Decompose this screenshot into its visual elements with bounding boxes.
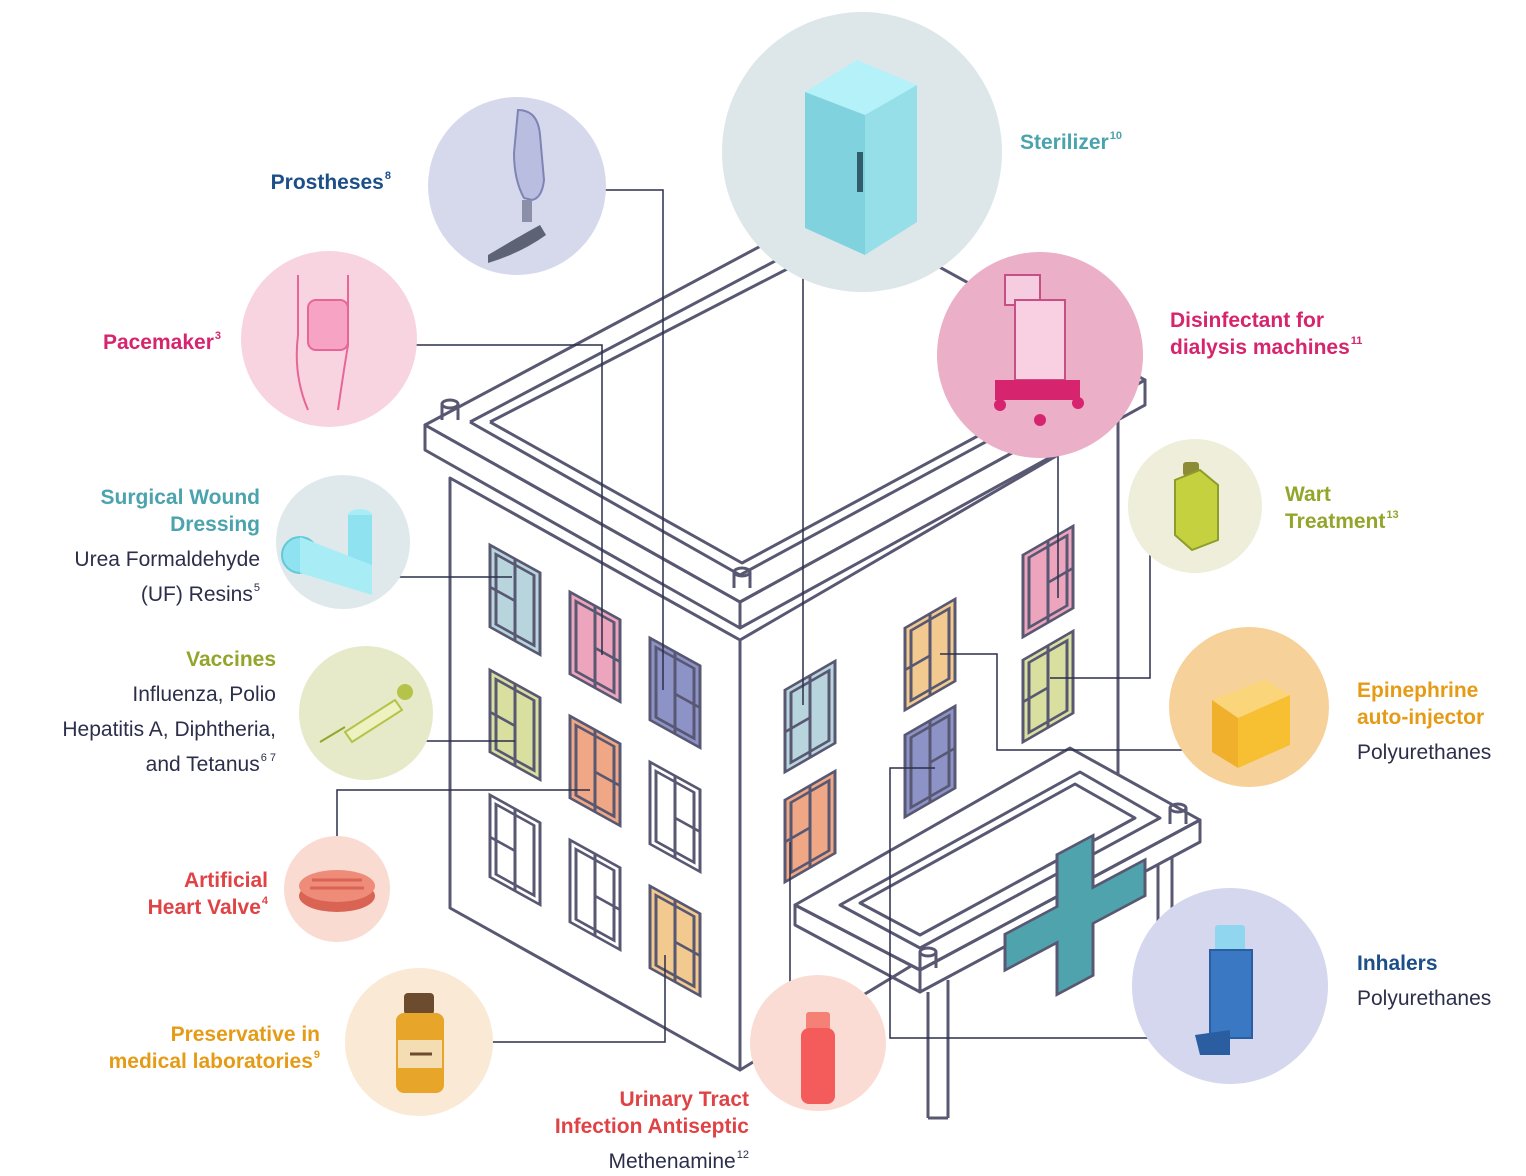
inhalers-title: Inhalers [1357,952,1438,975]
left-wall-windows [488,542,702,999]
heart-title-line1: Artificial [183,869,268,892]
vaccines-title: Vaccines [186,648,276,671]
medical-cross-icon [1003,833,1147,997]
epinephrine-sub: Polyurethanes [1357,740,1492,764]
label-prostheses: Prostheses8 [270,170,391,194]
vaccines-sub-line1: Influenza, Polio [132,682,276,706]
wound-title-line1: Surgical Wound [100,486,260,509]
wound-sub-line1: Urea Formaldehyde [74,547,260,571]
urinary-title-line1: Urinary Tract [619,1088,749,1111]
label-sterilizer: Sterilizer10 [1020,130,1122,154]
lab-preservative-bottle-icon [345,968,493,1116]
vaccine-syringe-icon [299,646,433,780]
right-wall-windows [783,523,1075,885]
label-preservative: Preservative in medical laboratories9 [108,1023,320,1073]
dialysis-machine-icon [937,252,1143,458]
sterilizer-icon [722,12,1002,292]
label-inhalers: Inhalers Polyurethanes [1357,951,1491,1013]
wound-dressing-icon [276,475,410,609]
label-urinary-antiseptic: Urinary Tract Infection Antiseptic Methe… [554,1088,749,1173]
label-vaccines: Vaccines Influenza, Polio Hepatitis A, D… [62,648,276,776]
label-wart-treatment: Wart Treatment13 [1285,483,1399,533]
pacemaker-icon [241,251,417,427]
inhaler-icon [1132,888,1328,1084]
label-wound-dressing: Surgical Wound Dressing Urea Formaldehyd… [74,486,260,606]
inhalers-sub: Polyurethanes [1357,986,1492,1010]
label-epinephrine: Epinephrine auto-injector Polyurethanes [1357,678,1491,767]
wart-title-line1: Wart [1285,483,1331,506]
vaccines-sub-line2: Hepatitis A, Diphtheria, [62,717,276,741]
urinary-antiseptic-bottle-icon [750,975,886,1111]
label-dialysis: Disinfectant for dialysis machines11 [1170,309,1363,359]
wart-treatment-icon [1128,439,1262,573]
preservative-title-line1: Preservative in [170,1023,320,1046]
epinephrine-title-line2: auto-injector [1357,705,1485,729]
leader-lines [336,189,1195,1043]
epinephrine-injector-icon [1169,627,1329,787]
urinary-title-line2: Infection Antiseptic [554,1114,749,1138]
label-heart-valve: Artificial Heart Valve4 [147,869,268,919]
heart-valve-icon [284,836,390,942]
prosthesis-icon [428,97,606,275]
label-dialysis-line1: Disinfectant for [1170,309,1325,332]
wound-title-line2: Dressing [170,512,260,536]
epinephrine-title-line1: Epinephrine [1357,679,1479,702]
label-pacemaker: Pacemaker3 [102,330,221,354]
